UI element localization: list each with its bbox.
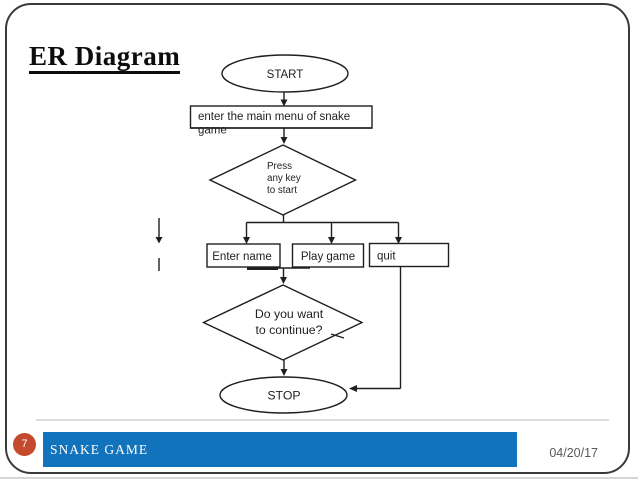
arrowhead-stray xyxy=(155,237,163,244)
menu-step-line1: enter the main menu of snake xyxy=(198,111,350,123)
arrowhead-branch-right xyxy=(395,237,402,244)
play-game-box xyxy=(291,243,365,268)
start-terminator-shape xyxy=(221,54,349,93)
arrowhead-menu-decision1 xyxy=(280,137,288,144)
stop-label: STOP xyxy=(267,389,300,403)
menu-step-line2: game xyxy=(198,125,227,137)
slide-date: 04/20/17 xyxy=(549,446,598,460)
arrowhead-branch-left xyxy=(243,237,250,244)
decision1-line1: Press xyxy=(267,161,292,172)
decision2-line1: Do you want xyxy=(255,307,324,321)
stop-terminator-shape xyxy=(219,376,348,414)
arrowhead-decision2-stop xyxy=(280,369,288,376)
bottom-edge-line xyxy=(0,477,638,479)
decision1-line3: to start xyxy=(267,185,297,196)
quit-box xyxy=(368,242,450,268)
start-label: START xyxy=(267,69,304,81)
page-title: ER Diagram xyxy=(29,42,181,75)
slide-frame xyxy=(5,3,630,474)
footer-brand-label: SNAKE GAME xyxy=(50,442,149,457)
quit-label: quit xyxy=(377,251,396,263)
footer-divider xyxy=(36,419,609,421)
arrowhead-branch-middle xyxy=(328,237,335,244)
play-game-label: Play game xyxy=(301,251,355,263)
decision2-line2: to continue? xyxy=(255,323,322,337)
arrowhead-quit-stop xyxy=(349,385,357,392)
decision2-shape xyxy=(201,284,364,361)
arrowhead-start-menu xyxy=(280,99,288,107)
enter-name-label: Enter name xyxy=(212,251,271,263)
footer-bar: SNAKE GAME xyxy=(43,432,517,467)
enter-name-box xyxy=(206,243,281,268)
page-number-badge: 7 xyxy=(13,433,36,456)
decision2-edge-artifact xyxy=(330,333,345,339)
arrowhead-boxes-decision2 xyxy=(280,277,287,284)
decision1-line2: any key xyxy=(267,173,301,184)
